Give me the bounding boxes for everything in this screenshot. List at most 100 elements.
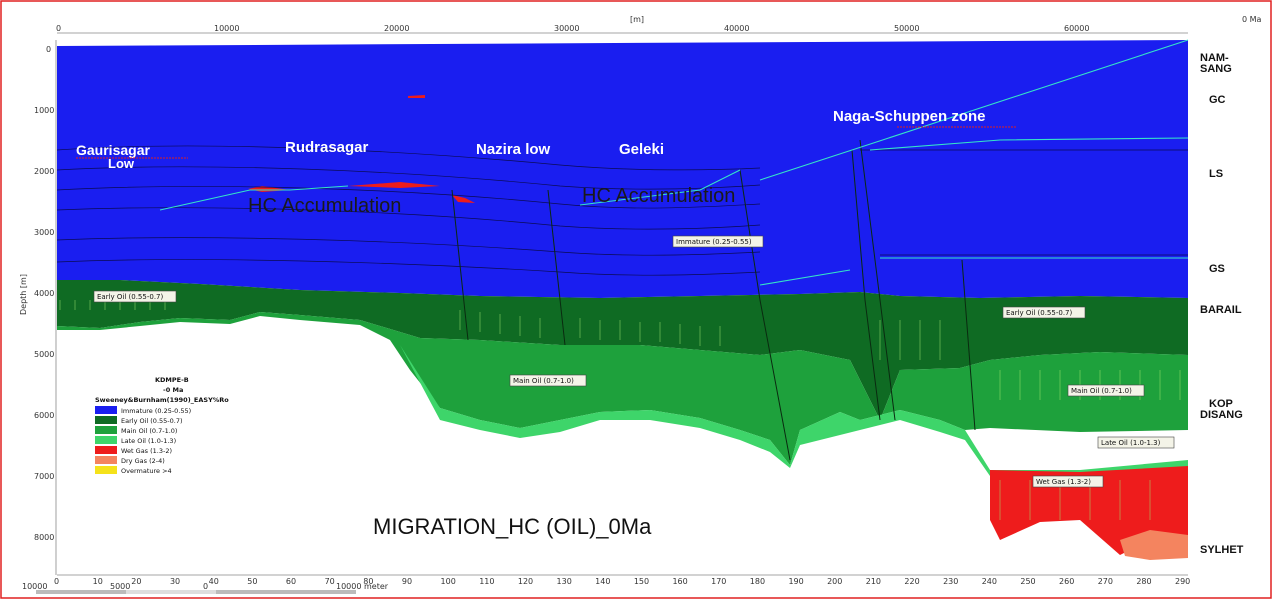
left-tick: 4000: [34, 289, 54, 298]
left-tick: 5000: [34, 350, 54, 359]
top-tick: 20000: [384, 24, 409, 33]
region-label-rudrasagar: Rudrasagar: [285, 139, 369, 156]
svg-text:Main Oil (0.7-1.0): Main Oil (0.7-1.0): [513, 377, 574, 385]
bottom-tick: 90: [402, 577, 412, 586]
left-tick: 3000: [34, 228, 54, 237]
bottom-tick: 10: [93, 577, 103, 586]
bottom-tick: 150: [634, 577, 649, 586]
bottom-tick: 40: [209, 577, 219, 586]
zone-label-early-left: Early Oil (0.55-0.7): [93, 290, 177, 303]
top-axis-corner-label: 0 Ma: [1242, 15, 1262, 24]
bottom-tick: 20: [131, 577, 141, 586]
legend-item-label: Wet Gas (1.3-2): [121, 447, 172, 455]
top-tick: 50000: [894, 24, 919, 33]
legend-title: KDMPE-B: [155, 376, 189, 384]
bottom-tick: 160: [672, 577, 687, 586]
migration-traces: [159, 39, 1189, 286]
legend: KDMPE-B -0 Ma Sweeney&Burnham(1990)_EASY…: [95, 376, 229, 475]
svg-text:Wet Gas (1.3-2): Wet Gas (1.3-2): [1036, 478, 1091, 486]
bottom-tick: 0: [54, 577, 59, 586]
formation-label: LS: [1209, 168, 1223, 180]
top-tick: 10000: [214, 24, 239, 33]
legend-item-label: Immature (0.25-0.55): [121, 407, 191, 415]
legend-swatch: [95, 466, 117, 474]
legend-item-label: Early Oil (0.55-0.7): [121, 417, 183, 425]
section-body: [56, 39, 1189, 576]
legend-item-label: Dry Gas (2-4): [121, 457, 165, 465]
zone-label-immature: Immature (0.25-0.55): [672, 235, 764, 248]
legend-item-label: Late Oil (1.0-1.3): [121, 437, 176, 445]
hc-accumulation-patch: [408, 95, 425, 98]
scale-bar-label: 10000: [22, 582, 47, 591]
legend-swatch: [95, 406, 117, 414]
bottom-tick: 190: [788, 577, 803, 586]
formation-label: NAM-: [1200, 52, 1229, 64]
hc-accumulation-patch: [452, 195, 475, 203]
top-tick: 30000: [554, 24, 579, 33]
left-tick: 0: [46, 45, 51, 54]
left-tick: 2000: [34, 167, 54, 176]
legend-item-label: Main Oil (0.7-1.0): [121, 427, 177, 435]
bottom-tick: 200: [827, 577, 842, 586]
top-axis-unit: [m]: [630, 15, 644, 24]
legend-swatch: [95, 446, 117, 454]
region-label-gaurisagar: Gaurisagar: [76, 142, 150, 158]
hc-accumulation-label: HC Accumulation: [582, 185, 735, 207]
bottom-tick: 180: [750, 577, 765, 586]
bottom-tick: 230: [943, 577, 958, 586]
top-tick: 0: [56, 24, 61, 33]
bottom-tick: 240: [982, 577, 997, 586]
formation-label: SANG: [1200, 63, 1232, 75]
svg-text:Late Oil (1.0-1.3): Late Oil (1.0-1.3): [1101, 439, 1161, 447]
bottom-tick: 50: [247, 577, 257, 586]
bottom-tick: 130: [557, 577, 572, 586]
main-oil-zone: [57, 312, 1188, 465]
left-tick: 1000: [34, 106, 54, 115]
legend-swatch: [95, 456, 117, 464]
left-tick: 8000: [34, 533, 54, 542]
fault-lines: [451, 139, 976, 461]
formation-labels: NAM- SANG GC LS GS BARAIL KOP DISANG SYL…: [1200, 52, 1244, 556]
bottom-tick: 100: [441, 577, 456, 586]
bottom-tick: 250: [1020, 577, 1035, 586]
formation-label: DISANG: [1200, 409, 1243, 421]
formation-label: SYLHET: [1200, 544, 1244, 556]
bottom-tick: 210: [866, 577, 881, 586]
zone-label-main-center: Main Oil (0.7-1.0): [509, 374, 587, 387]
bottom-tick: 110: [479, 577, 494, 586]
bottom-tick: 30: [170, 577, 180, 586]
svg-text:Immature (0.25-0.55): Immature (0.25-0.55): [676, 238, 752, 246]
zone-label-main-right: Main Oil (0.7-1.0): [1067, 384, 1145, 397]
bottom-tick: 270: [1098, 577, 1113, 586]
zone-label-late-right: Late Oil (1.0-1.3): [1097, 436, 1175, 449]
legend-swatch: [95, 436, 117, 444]
bottom-tick: 220: [904, 577, 919, 586]
bottom-tick: 290: [1175, 577, 1190, 586]
horizon-lines: [56, 145, 1188, 276]
formation-label: GC: [1209, 94, 1226, 106]
bottom-tick: 120: [518, 577, 533, 586]
left-tick: 6000: [34, 411, 54, 420]
region-label-nazira: Nazira low: [476, 141, 551, 158]
svg-text:Early Oil (0.55-0.7): Early Oil (0.55-0.7): [97, 293, 164, 301]
bottom-tick: 170: [711, 577, 726, 586]
zone-label-early-right: Early Oil (0.55-0.7): [1002, 306, 1086, 319]
legend-subtitle: -0 Ma: [163, 386, 183, 394]
scale-bar-label: 5000: [110, 582, 130, 591]
scale-bar: 10000 5000 0 10000 meter: [22, 582, 389, 594]
hc-accumulation-label: HC Accumulation: [248, 195, 401, 217]
legend-swatch: [95, 416, 117, 424]
bottom-tick: 70: [325, 577, 335, 586]
formation-label: GS: [1209, 263, 1225, 275]
wet-gas-zone: [990, 466, 1188, 555]
left-tick: 7000: [34, 472, 54, 481]
figure-caption: MIGRATION_HC (OIL)_0Ma: [373, 514, 652, 539]
zone-label-wet-gas: Wet Gas (1.3-2): [1032, 475, 1104, 488]
top-tick: 60000: [1064, 24, 1089, 33]
top-tick: 40000: [724, 24, 749, 33]
dry-gas-zone: [1120, 530, 1188, 560]
hc-accumulation-patch: [348, 182, 440, 188]
